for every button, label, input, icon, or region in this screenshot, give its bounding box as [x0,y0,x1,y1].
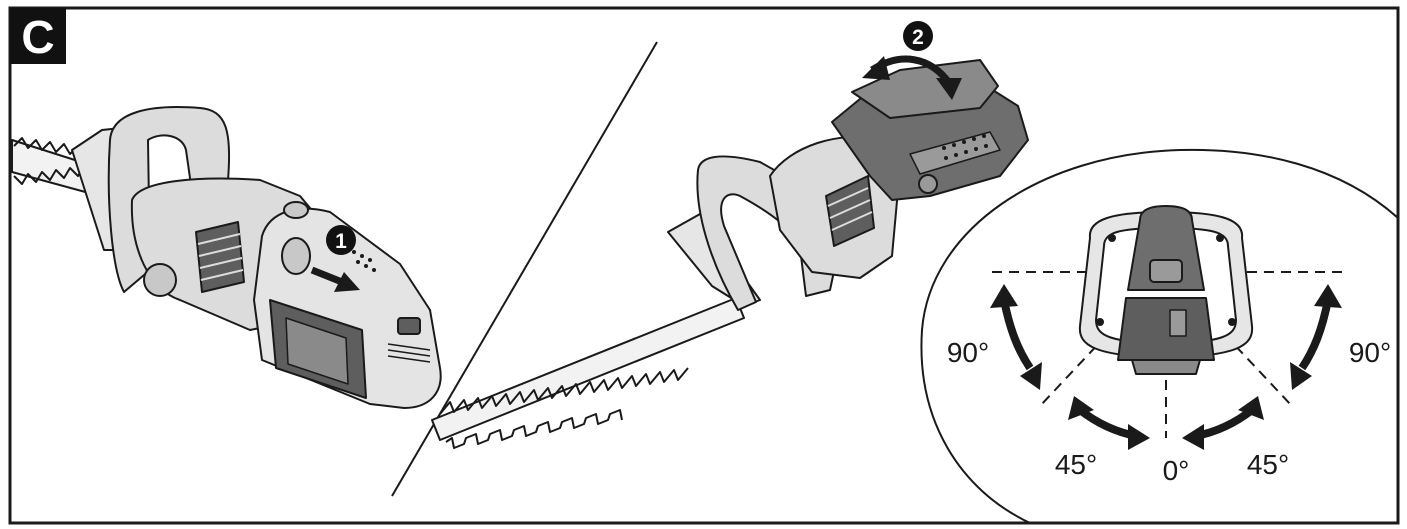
angle-label-right-90: 90° [1349,337,1391,368]
angle-label-left-90: 90° [947,337,989,368]
step-1-number: 1 [335,230,347,253]
angle-detail: 90° 90° 45° 0° 45° [920,148,1399,524]
angle-label-0: 0° [1163,455,1190,486]
handle-top-grip [851,59,999,119]
vent-left [195,221,245,293]
handle-top-view [1078,205,1254,375]
hedge-trimmer-right [431,59,1029,449]
panel-label: C [10,8,66,64]
step-1-badge: 1 [326,225,356,255]
curved-double-arrow-icon [1068,396,1150,450]
curved-double-arrow-icon [1182,396,1264,450]
dots-right [942,134,988,160]
grip-lines-left [387,343,431,363]
knob-left [143,263,177,297]
vent-right [825,175,875,247]
dots-left [352,250,376,272]
angle-label-right-45: 45° [1247,449,1289,480]
curved-double-arrow-icon [1290,284,1342,390]
figure-frame [8,6,1400,525]
angle-label-left-45: 45° [1055,449,1097,480]
panel-letter: C [21,11,54,63]
lock-button-right [918,174,938,194]
detail-circle [920,148,1399,524]
release-button-left [397,317,421,335]
curved-double-arrow-icon [990,284,1042,390]
hedge-trimmer-left [11,106,442,409]
step-2-number: 2 [912,26,924,49]
blade-right [431,297,745,449]
rotate-arrow-icon [862,55,962,100]
slide-arrow-icon [310,266,360,292]
step-2-badge: 2 [903,21,933,51]
rotation-arrows [990,284,1342,450]
